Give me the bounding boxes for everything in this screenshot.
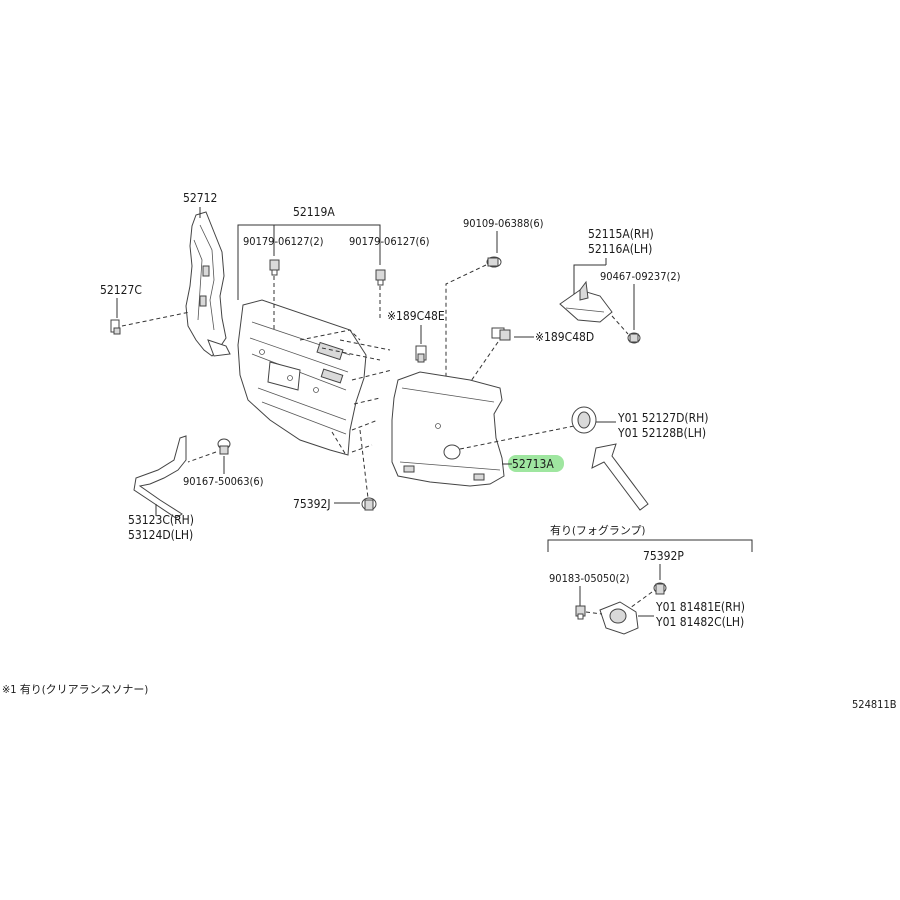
- label-90109: 90109-06388(6): [463, 217, 544, 230]
- label-189C48D: ※189C48D: [535, 330, 594, 344]
- label-52127C: 52127C: [100, 283, 142, 297]
- fog-option-header: 有り(フォグランプ): [550, 523, 646, 537]
- label-90167: 90167-50063(6): [183, 475, 264, 488]
- screw-90467[interactable]: [627, 332, 641, 344]
- label-53123C: 53123C(RH): [128, 513, 194, 527]
- label-52712: 52712: [183, 191, 217, 205]
- clip-90179-left[interactable]: [269, 259, 280, 276]
- part-52127C-clip[interactable]: [110, 319, 121, 335]
- highlight-52713A: [508, 455, 564, 472]
- label-90183: 90183-05050(2): [549, 572, 630, 585]
- label-90179-2: 90179-06127(2): [243, 235, 324, 248]
- part-52127D-fog-cover[interactable]: [571, 406, 597, 434]
- label-52713A[interactable]: 52713A: [512, 457, 554, 471]
- screw-90167[interactable]: [217, 438, 231, 455]
- label-90179-6: 90179-06127(6): [349, 235, 430, 248]
- bracket-189C48D[interactable]: [491, 327, 511, 341]
- part-81481E-fog-lamp-bezel[interactable]: [599, 601, 639, 635]
- clip-90179-right[interactable]: [375, 269, 386, 286]
- part-52115A-side-bracket[interactable]: [559, 280, 613, 323]
- label-75392P: 75392P: [643, 549, 684, 563]
- clip-75392J[interactable]: [361, 497, 377, 511]
- label-90467: 90467-09237(2): [600, 270, 681, 283]
- label-52115A: 52115A(RH): [588, 227, 654, 241]
- label-53124D: 53124D(LH): [128, 528, 193, 542]
- nut-90183[interactable]: [575, 605, 586, 620]
- label-52119A: 52119A: [293, 205, 335, 219]
- clip-75392P[interactable]: [653, 582, 667, 595]
- label-189C48E: ※189C48E: [387, 309, 445, 323]
- label-52128B: Y01 52128B(LH): [617, 426, 706, 440]
- label-52127D: Y01 52127D(RH): [617, 411, 708, 425]
- label-81481E: Y01 81481E(RH): [655, 600, 745, 614]
- screw-90109[interactable]: [486, 256, 502, 268]
- label-75392J: 75392J: [293, 497, 331, 511]
- assembly-direction-arrow: [591, 443, 649, 511]
- part-53123C-seal-strip[interactable]: [133, 435, 187, 519]
- part-52712-bracket[interactable]: [185, 211, 231, 357]
- bracket-189C48E[interactable]: [415, 345, 427, 363]
- label-52116A: 52116A(LH): [588, 242, 652, 256]
- label-81482C: Y01 81482C(LH): [655, 615, 744, 629]
- footnote: ※1 有り(クリアランスソナー): [2, 682, 148, 696]
- part-52119A-grille[interactable]: [237, 299, 367, 456]
- diagram-id: 524811B: [852, 698, 897, 711]
- part-52713A-bumper-cover[interactable]: [391, 371, 505, 487]
